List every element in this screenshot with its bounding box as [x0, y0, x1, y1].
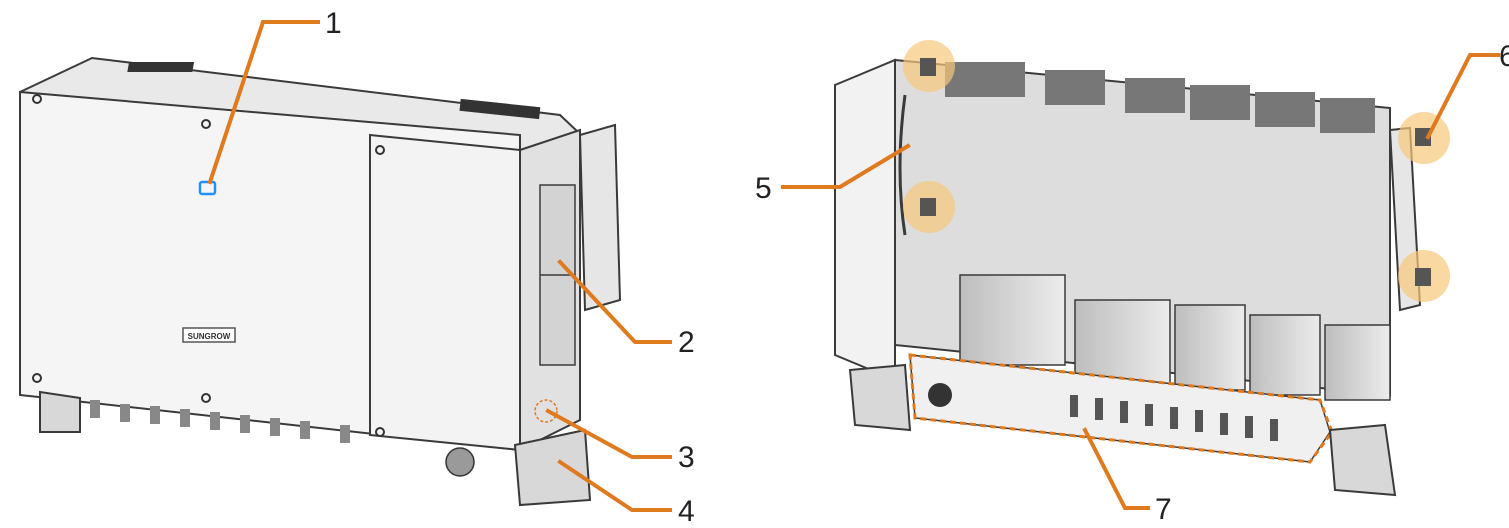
callout-1: 1 — [325, 7, 342, 40]
screw-icon — [201, 119, 211, 129]
front-wiring-door — [369, 133, 521, 452]
grounding-point-marker — [534, 399, 558, 423]
screw-icon — [375, 427, 385, 437]
front-view-inverter: SUNGROW — [19, 56, 622, 507]
screw-icon — [32, 94, 42, 104]
callout-6: 6 — [1499, 40, 1509, 73]
screw-icon — [201, 393, 211, 403]
callout-4: 4 — [678, 495, 695, 528]
rear-connectors — [928, 383, 1278, 441]
screw-icon — [32, 373, 42, 383]
callout-2: 2 — [678, 326, 695, 359]
top-vent-left — [127, 62, 195, 72]
hanger-lug — [1415, 128, 1431, 146]
rear-foot-right — [1328, 423, 1397, 497]
side-handle — [898, 94, 907, 236]
callout-3: 3 — [678, 441, 695, 474]
rear-vent-grilles — [945, 62, 1375, 133]
rear-foot-left — [848, 363, 912, 432]
wiring-area-outline — [908, 353, 1334, 464]
front-foot-left — [39, 390, 81, 433]
screw-icon — [375, 145, 385, 155]
brand-logo: SUNGROW — [188, 332, 231, 341]
mounting-bracket-front — [578, 123, 622, 312]
rear-side-wall — [834, 58, 896, 382]
bottom-connectors-front — [90, 400, 475, 477]
hanger-lug — [1415, 268, 1431, 286]
hanger-lug — [920, 58, 936, 76]
callout-leaders — [207, 20, 1500, 512]
callout-7: 7 — [1155, 493, 1172, 526]
rear-view-inverter — [834, 40, 1450, 497]
top-vent-right — [459, 98, 541, 120]
callout-5: 5 — [755, 172, 772, 205]
heat-sink — [959, 274, 1391, 401]
brand-logo-badge — [182, 327, 236, 343]
led-indicator-icon — [198, 180, 217, 196]
front-foot-right — [513, 428, 592, 507]
hanger-lug — [920, 198, 936, 216]
